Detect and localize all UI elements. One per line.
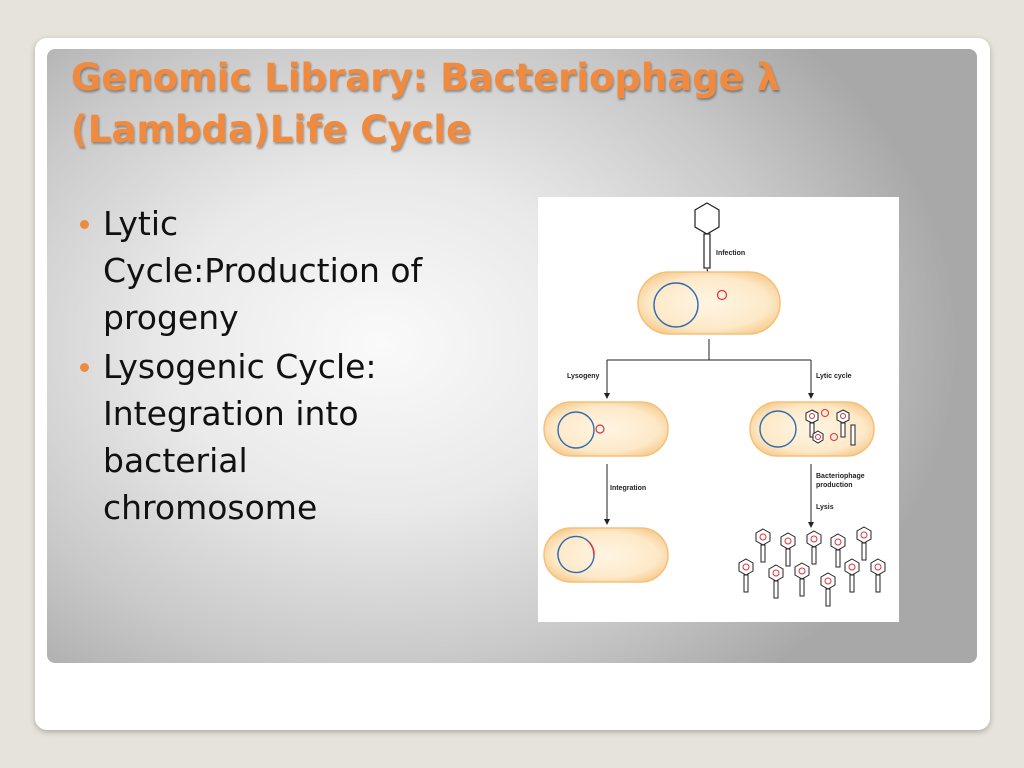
phage-dna xyxy=(716,289,728,301)
bullet-item-lytic: Lytic Cycle:Production of progeny xyxy=(78,200,448,341)
lambda-life-cycle-diagram: Infection Lysogeny Lytic cycle xyxy=(538,197,899,622)
infected-cell xyxy=(637,271,781,335)
label-lysis: Lysis xyxy=(816,504,834,511)
progeny-phage-icon xyxy=(768,564,784,599)
bacterial-chromosome xyxy=(653,282,699,328)
diagram-svg: Infection Lysogeny Lytic cycle xyxy=(543,202,886,607)
label-lysogeny: Lysogeny xyxy=(567,373,600,380)
progeny-phage-icon xyxy=(780,532,796,567)
progeny-phage-icon xyxy=(738,558,754,593)
bullet-dot-icon xyxy=(80,363,89,372)
bullet-text-lytic: Lytic Cycle:Production of progeny xyxy=(103,204,423,337)
progeny-phage-icon xyxy=(794,562,810,597)
branch-connector xyxy=(604,339,814,399)
label-bacteriophage: Bacteriophage xyxy=(816,473,865,480)
progeny-phage-icon xyxy=(755,528,771,563)
label-lytic-cycle: Lytic cycle xyxy=(816,373,852,380)
progeny-phage-icon xyxy=(856,526,872,561)
slide-title: Genomic Library: Bacteriophage λ (Lambda… xyxy=(71,56,781,151)
lysogeny-cell xyxy=(543,401,669,457)
lytic-cell xyxy=(749,401,875,457)
progeny-phage-icon xyxy=(870,558,886,593)
lysogen-cell xyxy=(543,527,669,583)
progeny-phage-icon xyxy=(806,530,822,565)
progeny-phage-icon xyxy=(830,533,846,568)
label-integration: Integration xyxy=(610,485,646,492)
bullet-dot-icon xyxy=(80,220,89,229)
bullet-item-lysogenic: Lysogenic Cycle: Integration into bacter… xyxy=(78,343,448,531)
progeny-phage-icon xyxy=(844,558,860,593)
label-infection: Infection xyxy=(716,250,745,257)
bullet-text-lysogenic: Lysogenic Cycle: Integration into bacter… xyxy=(103,347,377,527)
progeny-phage-icon xyxy=(820,572,836,607)
label-production: production xyxy=(816,482,853,489)
released-phages xyxy=(738,526,886,607)
bullet-list: Lytic Cycle:Production of progeny Lysoge… xyxy=(78,200,448,533)
